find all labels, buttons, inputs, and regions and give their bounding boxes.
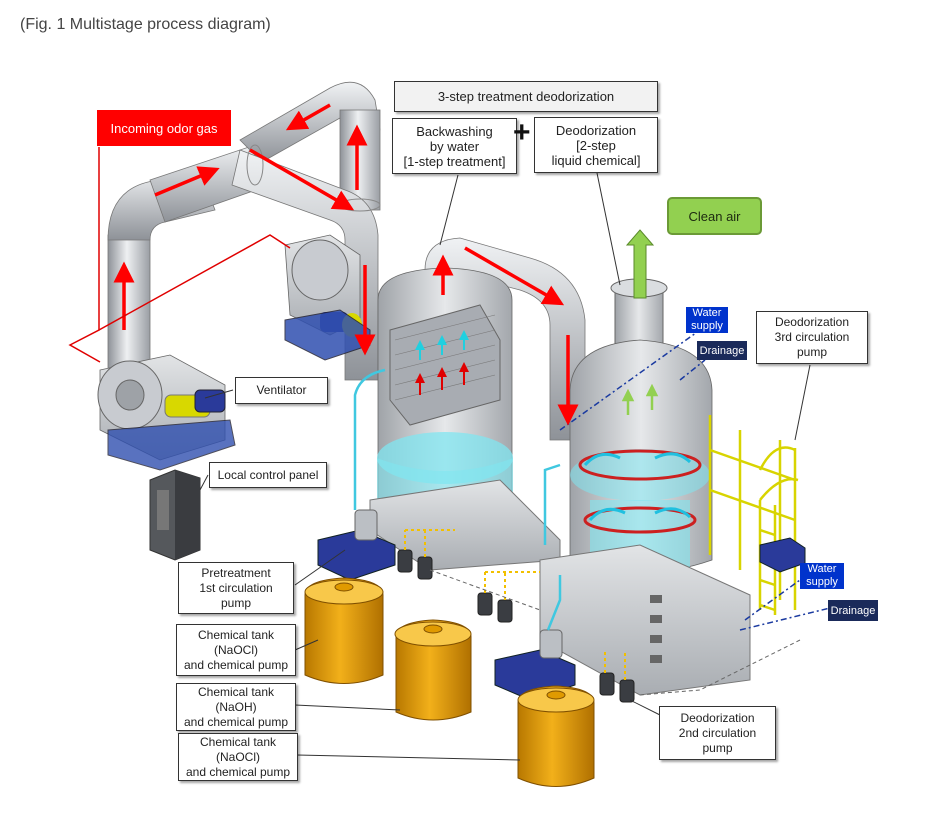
- secondary-fan-icon: [284, 234, 371, 361]
- scrubber-tower-2-icon: [539, 278, 751, 696]
- chemical-tank-icon: [304, 577, 595, 787]
- third-pump-label: Deodorization 3rd circulation pump: [756, 311, 868, 364]
- treatment-title-label: 3-step treatment deodorization: [394, 81, 658, 112]
- clean-air-label: Clean air: [667, 197, 762, 235]
- pretreatment-pump-label: Pretreatment 1st circulation pump: [178, 562, 294, 614]
- ventilator-label: Ventilator: [235, 377, 328, 404]
- tank-naocl-2-label: Chemical tank (NaOCl) and chemical pump: [178, 733, 298, 781]
- backwashing-label: Backwashing by water [1-step treatment]: [392, 118, 517, 174]
- figure-title: (Fig. 1 Multistage process diagram): [20, 16, 271, 33]
- water-pipes: [353, 368, 562, 631]
- drainage-tag-lower: Drainage: [828, 600, 878, 621]
- internal-flow-arrows: [415, 330, 702, 534]
- deodorization-2step-label: Deodorization [2-step liquid chemical]: [534, 117, 658, 173]
- second-pump-label: Deodorization 2nd circulation pump: [659, 706, 776, 760]
- plus-sign: +: [513, 116, 531, 149]
- pump-icon: [317, 509, 806, 701]
- drainage-tag-upper: Drainage: [697, 341, 747, 360]
- water-supply-tag-lower: Water supply: [800, 563, 844, 589]
- gas-inlet-lines: [68, 147, 291, 363]
- gas-flow-arrows: [113, 103, 579, 426]
- clean-air-arrow: [625, 229, 655, 299]
- incoming-gas-label: Incoming odor gas: [97, 110, 231, 146]
- tank-naoh-label: Chemical tank (NaOH) and chemical pump: [176, 683, 296, 731]
- ventilator-icon: [97, 354, 236, 471]
- service-lines: [429, 329, 831, 696]
- tank-naocl-1-label: Chemical tank (NaOCl) and chemical pump: [176, 624, 296, 676]
- control-panel-icon: [149, 469, 201, 561]
- chemical-lines: [404, 529, 626, 680]
- scrubber-tower-icon: [369, 267, 561, 571]
- water-supply-tag-upper: Water supply: [686, 307, 728, 333]
- local-control-label: Local control panel: [209, 462, 327, 488]
- leader-lines: [199, 172, 811, 761]
